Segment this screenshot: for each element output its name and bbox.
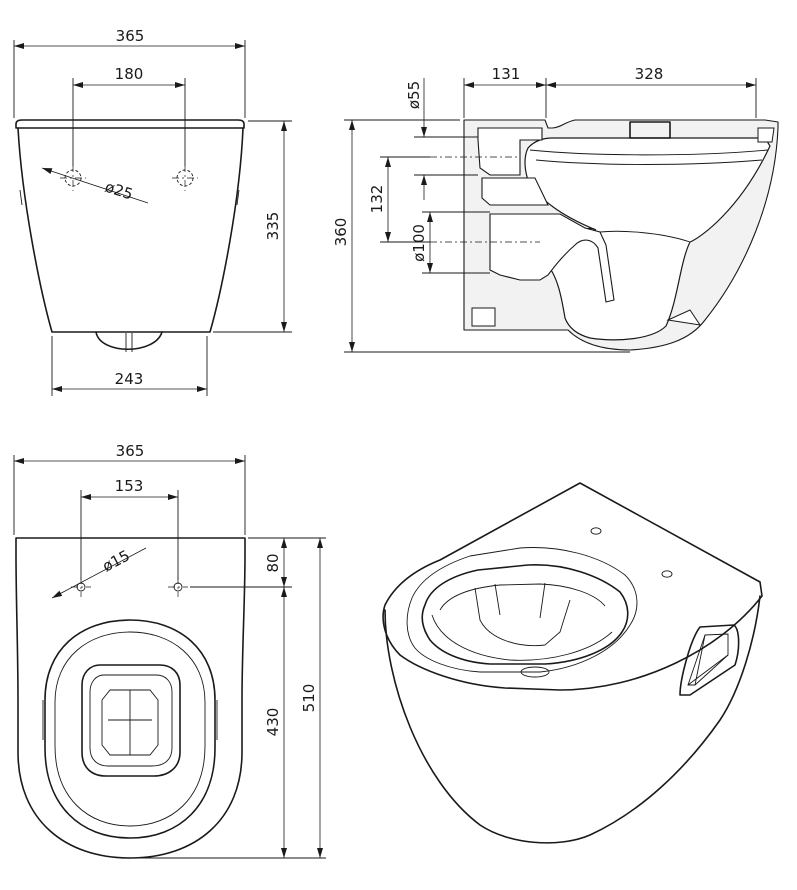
rear-height-label: 335 xyxy=(264,212,282,241)
top-total-length-label: 510 xyxy=(300,684,318,713)
side-height-label: 360 xyxy=(332,218,350,247)
side-bowl-depth-label: 328 xyxy=(635,65,664,83)
top-hole-spacing-label: 153 xyxy=(115,477,144,495)
top-hole-diameter-label: ø15 xyxy=(99,546,132,575)
side-inlet-diameter-label: ø55 xyxy=(405,81,423,109)
rear-view: ø25 365 180 335 243 xyxy=(13,27,292,396)
rear-hole-left xyxy=(60,165,86,191)
side-section-view: 131 328 360 ø55 132 ø100 xyxy=(332,65,779,353)
rear-hole-spacing-label: 180 xyxy=(115,65,144,83)
rear-base-width-label: 243 xyxy=(115,370,144,388)
side-outlet-diameter-label: ø100 xyxy=(410,224,428,262)
side-rear-depth-label: 131 xyxy=(492,65,521,83)
isometric-view xyxy=(382,482,763,844)
top-width-label: 365 xyxy=(116,442,145,460)
top-hole-right xyxy=(168,577,188,597)
rear-width-label: 365 xyxy=(116,27,145,45)
top-front-length-label: 430 xyxy=(264,708,282,737)
rear-hole-right xyxy=(172,165,198,191)
top-hole-offset-label: 80 xyxy=(264,553,282,572)
top-view: ø15 365 153 80 430 510 xyxy=(13,442,326,859)
rear-hole-diameter-label: ø25 xyxy=(103,178,135,204)
side-drain-offset-label: 132 xyxy=(368,185,386,214)
